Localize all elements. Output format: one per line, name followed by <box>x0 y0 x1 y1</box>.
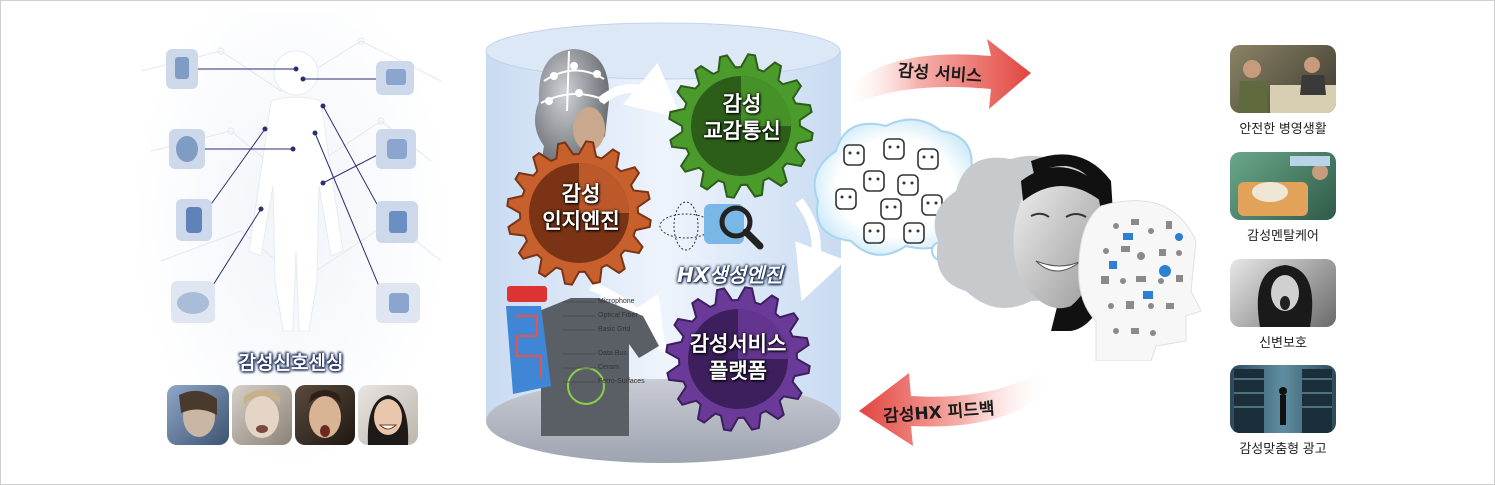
head-icons-silhouette <box>1078 200 1202 361</box>
gear-recognition-label: 감성 인지엔진 <box>516 181 646 235</box>
knowledge-icons <box>1101 219 1183 336</box>
human-silhouette <box>248 50 344 332</box>
photo-distressed-face <box>167 385 229 445</box>
service-caption-mental-care: 감성멘탈케어 <box>1247 228 1319 243</box>
shirt-label-optical-fiber: Optical Fiber <box>598 312 638 319</box>
hx-engine-graphic <box>659 201 764 251</box>
gear-recognition <box>506 140 652 286</box>
gear-communication <box>668 53 814 199</box>
gear-communication-line2: 교감통신 <box>703 119 781 143</box>
gear-platform-line2: 플랫폼 <box>709 359 767 383</box>
gear-recognition-line2: 인지엔진 <box>542 209 620 233</box>
service-caption-protection: 신변보호 <box>1259 335 1307 350</box>
shirt-label-ceram: Ceram <box>598 364 620 371</box>
gear-platform-line1: 감성서비스 <box>689 332 787 356</box>
photo-personal-protection <box>1230 259 1336 327</box>
gear-recognition-line1: 감성 <box>561 182 601 206</box>
shirt-label-microphone: Microphone <box>598 298 635 305</box>
gear-platform-label: 감성서비스 플랫폼 <box>673 331 803 385</box>
service-caption-barracks: 안전한 병영생활 <box>1239 121 1327 136</box>
arrow-feedback-shape <box>859 371 1051 446</box>
photo-mental-care <box>1230 152 1336 220</box>
shirt-label-ferro: Ferro-Surfaces <box>598 378 645 385</box>
smart-shirt-image <box>506 286 659 436</box>
hx-engine-label: HX생성엔진 <box>677 263 783 287</box>
sensing-title: 감성신호센싱 <box>238 352 344 374</box>
gear-communication-label: 감성 교감통신 <box>677 91 807 145</box>
shirt-label-data-bus: Data Bus <box>598 350 627 357</box>
gear-communication-line1: 감성 <box>722 92 762 116</box>
photo-crying-child <box>232 385 292 445</box>
sensor-devices <box>166 49 420 323</box>
arrow-service-shape <box>841 39 1031 109</box>
photo-surprised-man <box>295 385 355 445</box>
photo-custom-ad <box>1230 365 1336 433</box>
body-sensor-diagram <box>140 37 442 332</box>
shirt-label-basic-grid: Basic Grid <box>598 326 631 333</box>
photo-laughing-woman <box>358 385 418 445</box>
service-caption-ad: 감성맞춤형 광고 <box>1239 441 1327 456</box>
emoticon-icons <box>835 138 943 244</box>
gear-platform <box>665 286 811 432</box>
photo-barracks <box>1230 45 1336 113</box>
